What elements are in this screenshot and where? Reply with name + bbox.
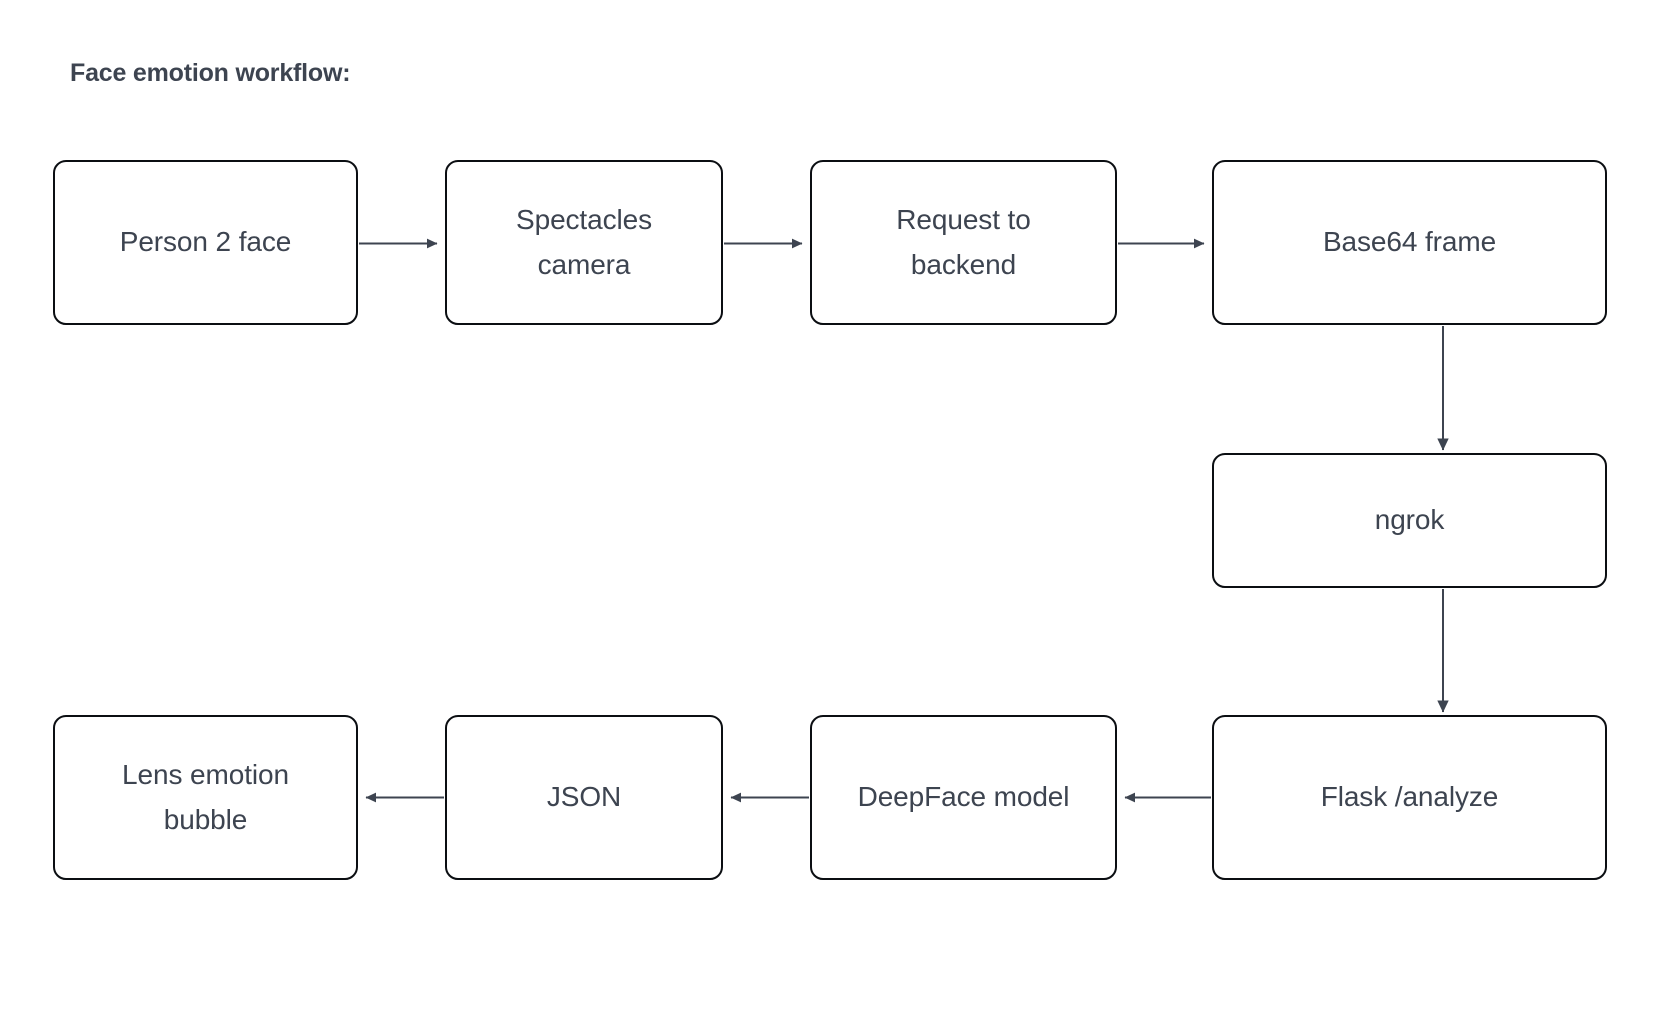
node-label: Person 2 face <box>119 226 292 258</box>
node-ngrok[interactable]: ngrok <box>1212 453 1607 588</box>
node-label: Lens emotion bubble <box>122 759 289 835</box>
node-lens-emotion-bubble[interactable]: Lens emotion bubble <box>53 715 358 880</box>
node-deepface-model[interactable]: DeepFace model <box>810 715 1117 880</box>
node-json[interactable]: JSON <box>445 715 723 880</box>
page-title: Face emotion workflow: <box>70 59 351 87</box>
node-label: ngrok <box>1374 504 1445 536</box>
node-request-to-backend[interactable]: Request to backend <box>810 160 1117 325</box>
node-label: Flask /analyze <box>1320 781 1499 813</box>
node-label: JSON <box>546 781 622 813</box>
node-base64-frame[interactable]: Base64 frame <box>1212 160 1607 325</box>
node-label: DeepFace model <box>857 781 1070 813</box>
node-label: Request to backend <box>896 204 1031 280</box>
node-person-2-face[interactable]: Person 2 face <box>53 160 358 325</box>
node-flask-analyze[interactable]: Flask /analyze <box>1212 715 1607 880</box>
node-spectacles-camera[interactable]: Spectacles camera <box>445 160 723 325</box>
node-label: Spectacles camera <box>516 204 652 280</box>
node-label: Base64 frame <box>1322 226 1497 258</box>
